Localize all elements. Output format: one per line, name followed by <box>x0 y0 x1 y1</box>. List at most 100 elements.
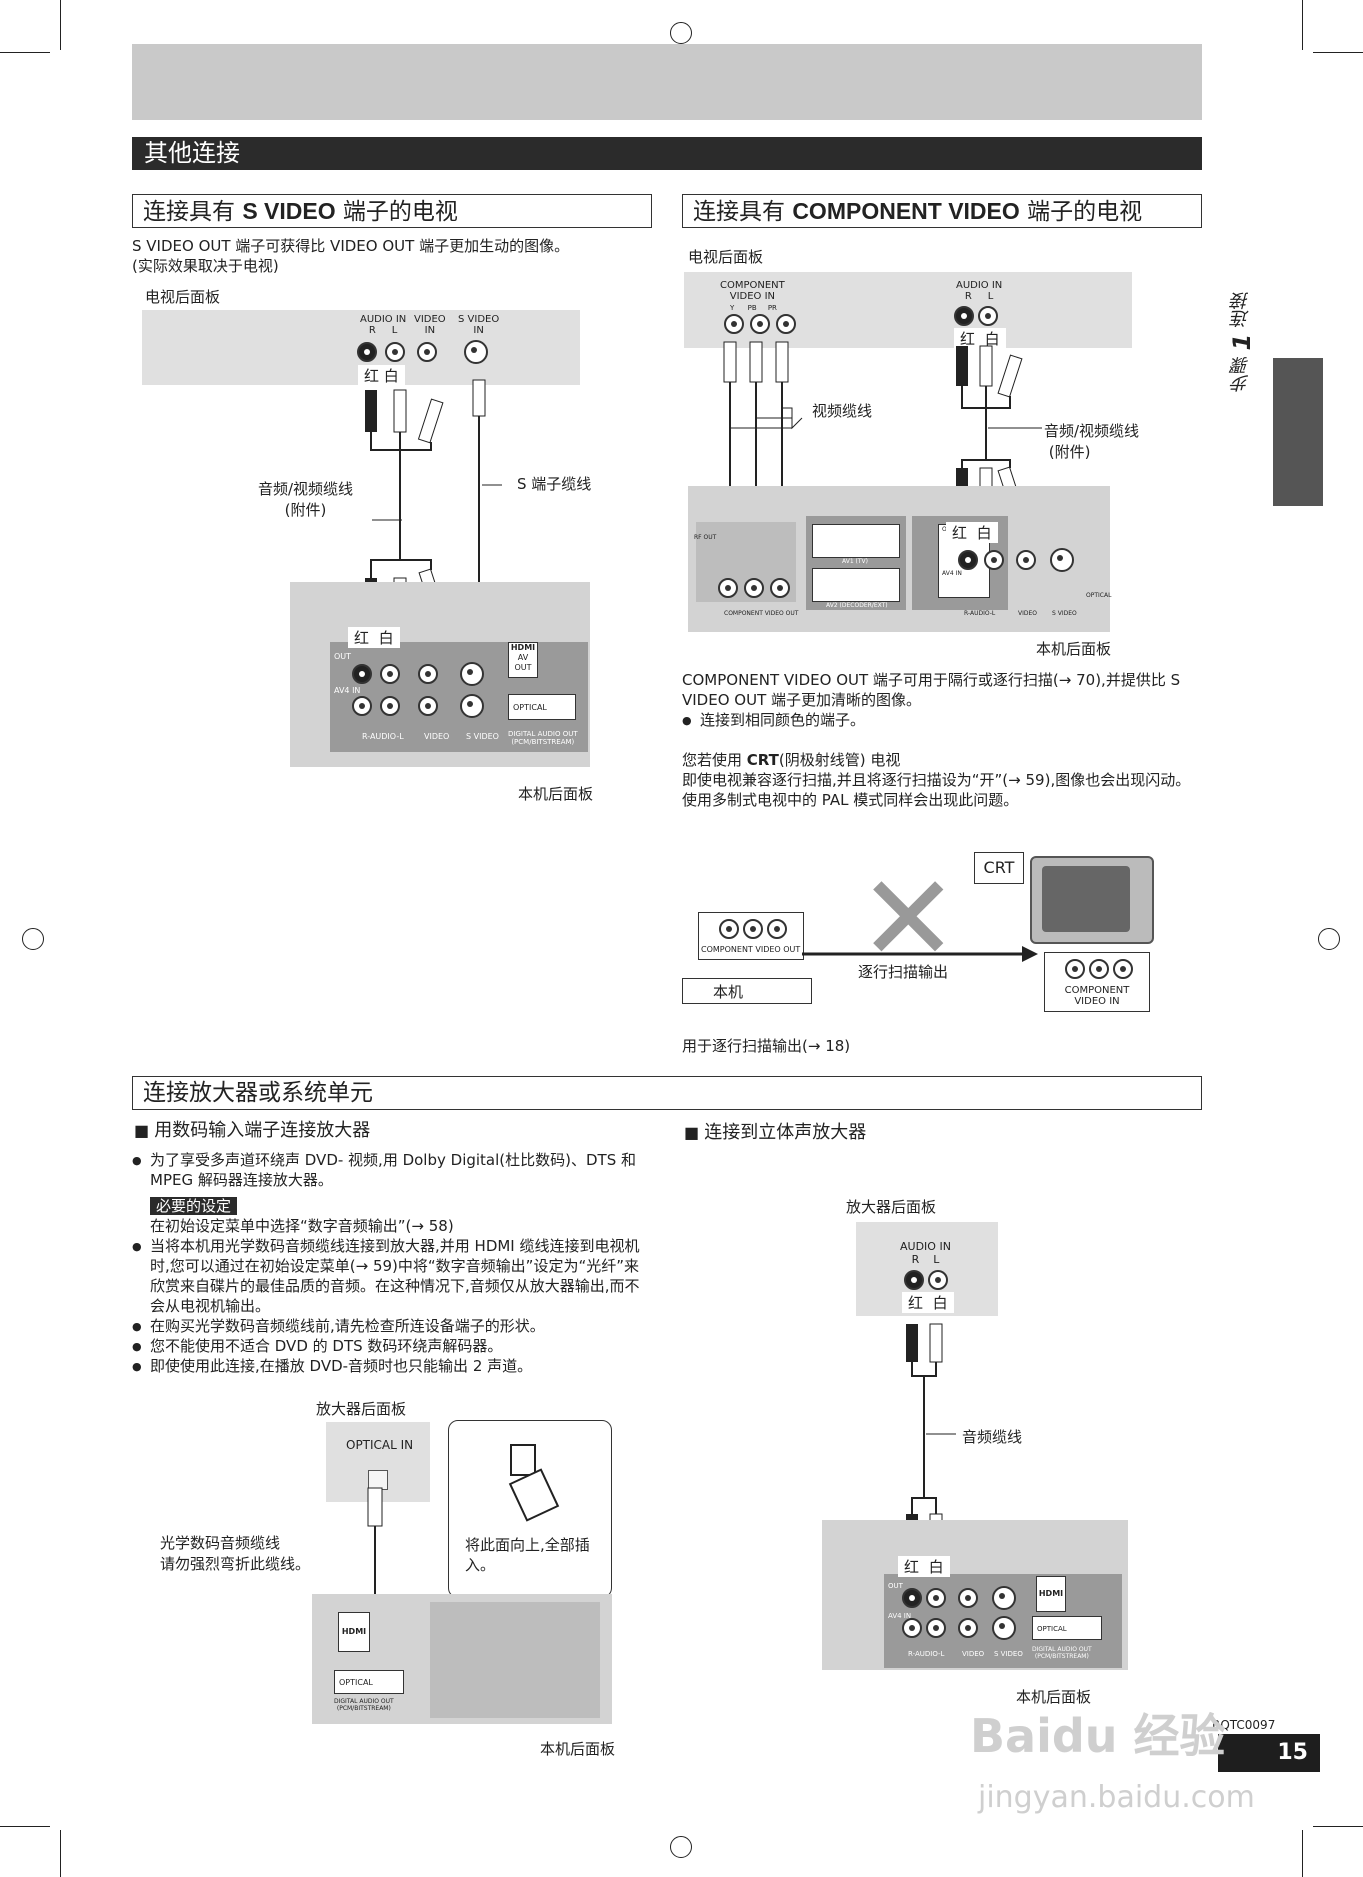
optical-plug-icon <box>508 1444 560 1522</box>
svideo-tv-panel-label: 电视后面板 <box>145 288 221 306</box>
unit-in-video-jack[interactable] <box>418 696 438 716</box>
hdmi-port[interactable]: HDMI <box>338 1612 370 1652</box>
diagram-comp-out-box: COMPONENT VIDEO OUT <box>698 912 804 960</box>
component-video-cable-label: 视频缆线 <box>812 402 873 420</box>
insert-note-callout: 将此面向上,全部插入。 <box>448 1420 612 1598</box>
unit-out-svideo-jack[interactable] <box>460 662 484 686</box>
diagram-arrow-label: 逐行扫描输出 <box>858 963 949 981</box>
svideo-desc: S VIDEO OUT 端子可获得比 VIDEO OUT 端子更加生动的图像。 <box>132 237 570 255</box>
unit-stereo-r-jack[interactable] <box>902 1588 922 1608</box>
list-item: 连接到相同颜色的端子。 <box>682 710 1202 731</box>
tv-video-in-jack[interactable] <box>417 342 437 362</box>
unit-in-svideo-jack[interactable] <box>460 694 484 718</box>
amplifier-title: 连接放大器或系统单元 <box>132 1076 1202 1110</box>
list-item: 当将本机用光学数码音频缆线连接到放大器,并用 HDMI 缆线连接到电视机时,您可… <box>132 1236 652 1316</box>
crt-heading: 您若使用 CRT(阴极射线管) 电视 <box>682 751 901 769</box>
component-unit-label: 本机后面板 <box>1036 640 1112 658</box>
unit-out-l-jack[interactable] <box>380 664 400 684</box>
unit-comp-pb-jack[interactable] <box>744 578 764 598</box>
digital-amp-panel-label: 放大器后面板 <box>316 1400 407 1418</box>
optical-port[interactable]: OPTICAL <box>334 1670 404 1694</box>
svideo-note: (实际效果取决于电视) <box>132 257 279 275</box>
optical-port[interactable]: OPTICAL <box>508 694 576 720</box>
stereo-cable-label: 音频缆线 <box>962 1428 1023 1446</box>
svideo-unit-label: 本机后面板 <box>518 785 594 803</box>
unit-out-video-jack[interactable] <box>418 664 438 684</box>
unit-stereo-in-r-jack[interactable] <box>902 1618 922 1638</box>
doc-code: RQTC0097 <box>1212 1718 1276 1732</box>
svideo-s-cable-label: S 端子缆线 <box>517 475 592 493</box>
hdmi-port[interactable]: HDMI <box>1036 1576 1066 1612</box>
component-unit-panel: RF OUT AV1 (TV) AV2 (DECODER/EXT) COMPON… <box>688 486 1111 632</box>
arrow-icon <box>802 946 1038 962</box>
unit-comp-pr-jack[interactable] <box>770 578 790 598</box>
crt-tv-icon <box>1030 856 1154 944</box>
unit-stereo-in-video-jack[interactable] <box>958 1618 978 1638</box>
progressive-footnote: 用于逐行扫描输出(→ 18) <box>682 1037 851 1055</box>
tv-svideo-in-jack[interactable] <box>464 340 488 364</box>
sidebar-step-label: 步骤 1 连接 <box>1228 292 1256 393</box>
component-audio-cable-label: 音频/视频缆线 (附件) <box>1044 422 1140 461</box>
svideo-title: 连接具有 S VIDEO 端子的电视 <box>132 194 652 228</box>
crt-desc: 即使电视兼容逐行扫描,并且将逐行扫描设为“开”(→ 59),图像也会出现闪动。使… <box>682 771 1191 809</box>
unit-in-r-jack[interactable] <box>352 696 372 716</box>
unit-av-l-jack[interactable] <box>984 550 1004 570</box>
tv-comp-audio-r-jack[interactable] <box>954 306 974 326</box>
component-bullets: 连接到相同颜色的端子。 <box>682 710 1202 731</box>
unit-out-r-jack[interactable] <box>352 664 372 684</box>
stereo-audio-cable <box>906 1323 956 1547</box>
registration-mark-right <box>1318 928 1340 950</box>
diagram-crt-label: CRT <box>974 852 1024 884</box>
unit-stereo-video-jack[interactable] <box>958 1588 978 1608</box>
tv-comp-pr-jack[interactable] <box>776 314 796 334</box>
registration-mark-bottom <box>670 1836 692 1858</box>
unit-stereo-in-l-jack[interactable] <box>926 1618 946 1638</box>
unit-stereo-svideo-jack[interactable] <box>992 1586 1016 1610</box>
page-number: 15 <box>1218 1734 1320 1772</box>
unit-stereo-in-svideo-jack[interactable] <box>992 1616 1016 1640</box>
section-title: 其他连接 <box>132 137 1202 170</box>
list-item: 在购买光学数码音频缆线前,请先检查所连设备端子的形状。 <box>132 1316 652 1337</box>
component-desc: COMPONENT VIDEO OUT 端子可用于隔行或逐行扫描(→ 70),并… <box>682 671 1181 709</box>
setting-tag: 必要的设定 <box>150 1197 238 1215</box>
tv-audio-l-jack[interactable] <box>385 342 405 362</box>
unit-comp-y-jack[interactable] <box>718 578 738 598</box>
list-item: 为了享受多声道环绕声 DVD- 视频,用 Dolby Digital(杜比数码)… <box>132 1150 652 1190</box>
svideo-av-cable-label: 音频/视频缆线 (附件) <box>258 480 354 519</box>
watermark-logo: Baidu 经验 <box>970 1709 1226 1763</box>
amp-r-jack[interactable] <box>904 1270 924 1290</box>
registration-mark-left <box>22 928 44 950</box>
registration-mark-top <box>670 22 692 44</box>
list-item: 您不能使用不适合 DVD 的 DTS 数码环绕声解码器。 <box>132 1336 652 1357</box>
diagram-unit-label: 本机 <box>682 978 812 1004</box>
component-tv-panel-label: 电视后面板 <box>688 248 764 266</box>
digital-unit-panel: HDMI OPTICAL DIGITAL AUDIO OUT(PCM/BITST… <box>312 1594 612 1724</box>
watermark-url: jingyan.baidu.com <box>978 1780 1255 1815</box>
stereo-unit-panel: 红 白 OUT AV4 IN R-AUDIO-L VIDEO S VIDEO H… <box>822 1520 1128 1670</box>
unit-in-l-jack[interactable] <box>380 696 400 716</box>
unit-stereo-l-jack[interactable] <box>926 1588 946 1608</box>
svideo-unit-panel: 红 白 OUT AV4 IN R-AUDIO-L VIDEO S VIDEO H… <box>290 582 590 767</box>
unit-av-video-jack[interactable] <box>1016 550 1036 570</box>
tv-comp-y-jack[interactable] <box>724 314 744 334</box>
unit-av-r-jack[interactable] <box>958 550 978 570</box>
digital-heading: 用数码输入端子连接放大器 <box>134 1116 370 1142</box>
stereo-amp-panel: AUDIO IN R L 红 白 <box>856 1222 998 1316</box>
amp-l-jack[interactable] <box>928 1270 948 1290</box>
optical-cable-label: 光学数码音频缆线 请勿强烈弯折此缆线。 <box>160 1534 311 1573</box>
cross-icon: ✕ <box>858 850 959 989</box>
sidebar-tab <box>1273 358 1323 506</box>
list-item: 即使使用此连接,在播放 DVD-音频时也只能输出 2 声道。 <box>132 1356 652 1377</box>
unit-av-svideo-jack[interactable] <box>1050 548 1074 572</box>
tv-comp-audio-l-jack[interactable] <box>978 306 998 326</box>
stereo-heading: 连接到立体声放大器 <box>684 1118 866 1144</box>
stereo-unit-label: 本机后面板 <box>1016 1688 1092 1706</box>
tv-comp-pb-jack[interactable] <box>750 314 770 334</box>
digital-text-block: 为了享受多声道环绕声 DVD- 视频,用 Dolby Digital(杜比数码)… <box>132 1150 652 1377</box>
tv-audio-r-jack[interactable] <box>357 342 377 362</box>
optical-port[interactable]: OPTICAL <box>1032 1616 1102 1640</box>
